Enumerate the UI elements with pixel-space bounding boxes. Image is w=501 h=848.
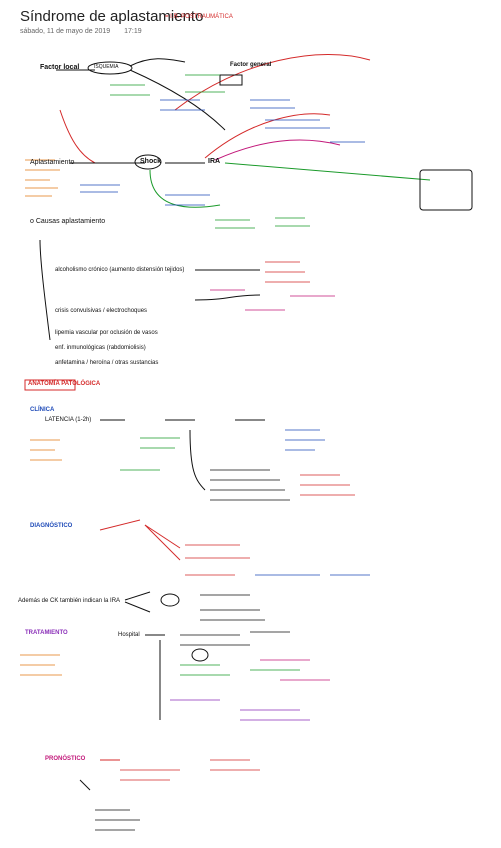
clinica-heading: CLÍNICA xyxy=(30,407,55,413)
causa-item-5: anfetamina / heroína / otras sustancias xyxy=(55,360,159,366)
aplastamiento-label: Aplastamiento xyxy=(30,159,75,166)
causa-item-4: enf. inmunológicas (rabdomiolisis) xyxy=(55,345,146,351)
factor-general-label: Factor general xyxy=(230,62,272,68)
hospital-label: Hospital xyxy=(118,632,140,638)
factor-local-label: Factor local xyxy=(40,64,80,71)
ck-line: Además de CK también indican la IRA xyxy=(18,598,121,604)
note-time: 17:19 xyxy=(124,28,142,35)
note-date: sábado, 11 de mayo de 2019 xyxy=(20,28,111,35)
note-meta: sábado, 11 de mayo de 2019 17:19 xyxy=(20,28,203,35)
isquemia-label: ISQUEMIA xyxy=(94,64,119,70)
anatomia-heading: ANATOMÍA PATOLÓGICA xyxy=(28,381,101,387)
latencia-label: LATENCIA (1-2h) xyxy=(45,417,92,423)
title-equivalence: = I.R. POSTRAUMÁTICA xyxy=(165,14,233,20)
note-header: Síndrome de aplastamiento sábado, 11 de … xyxy=(20,8,203,35)
causas-heading: o Causas aplastamiento xyxy=(30,218,106,225)
note-title: Síndrome de aplastamiento xyxy=(20,8,204,25)
causa-item-1: alcoholismo crónico (aumento distensión … xyxy=(55,267,185,273)
shock-label: Shock xyxy=(140,158,162,165)
causa-item-2: crisis convulsivas / electrochoques xyxy=(55,308,148,314)
ira-label: IRA xyxy=(208,158,221,165)
causa-item-3: lipemia vascular por oclusión de vasos xyxy=(55,330,158,336)
tratamiento-heading: TRATAMIENTO xyxy=(25,630,68,636)
pronostico-heading: PRONÓSTICO xyxy=(45,756,86,762)
diagnostico-heading: DIAGNÓSTICO xyxy=(30,523,73,529)
